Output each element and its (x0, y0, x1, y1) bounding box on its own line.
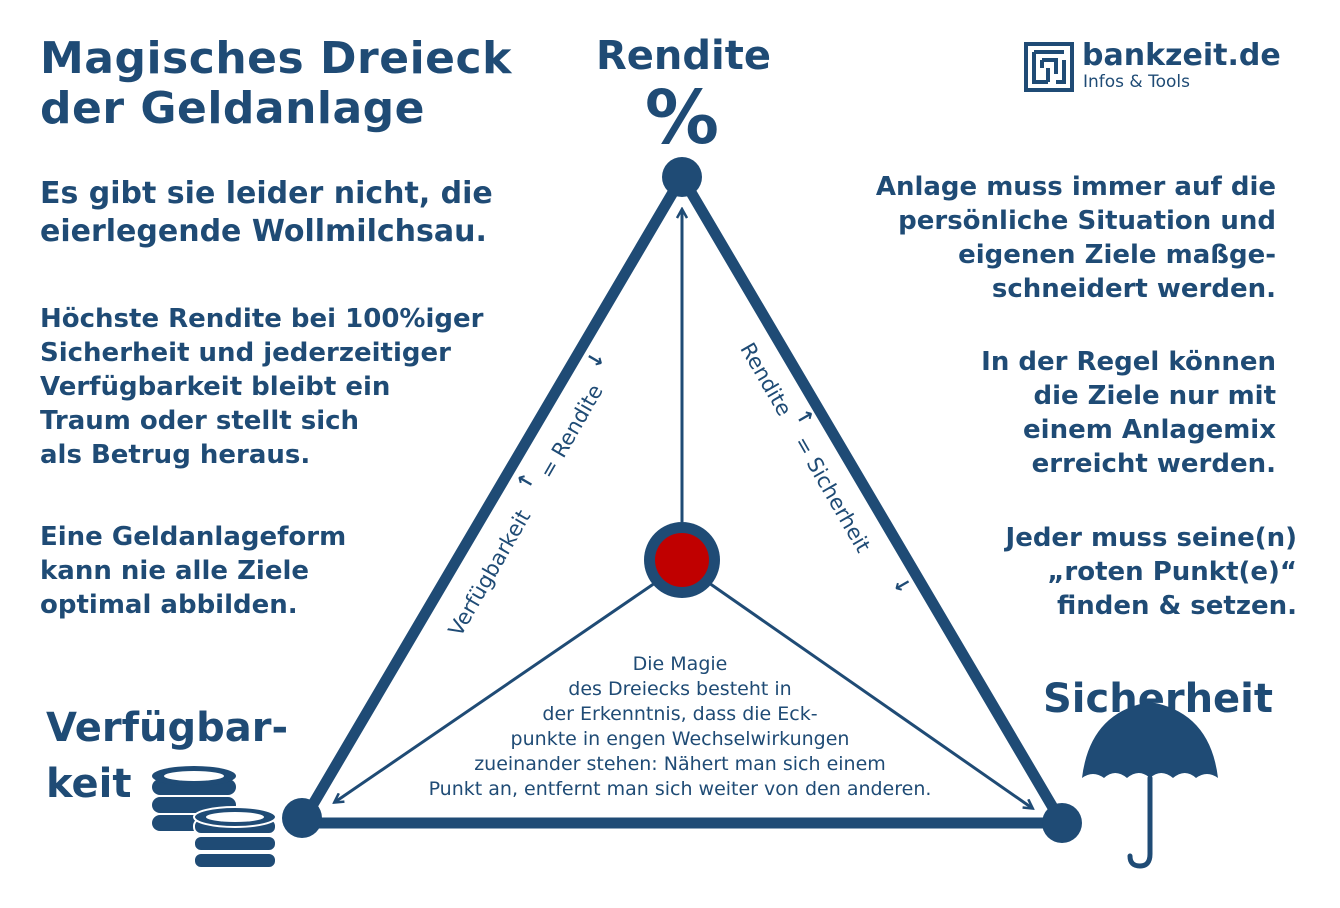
edge-label-verfuegbarkeit: Verfügbarkeit (444, 506, 536, 641)
coins-icon (152, 766, 277, 869)
corner-label-line: Verfügbar- (46, 705, 289, 751)
logo-subtitle: Infos & Tools (1083, 72, 1190, 92)
text-line: Eine Geldanlageform (40, 522, 347, 552)
edge-label-rendite: = Rendite (535, 380, 608, 482)
right-text-block-1: Anlage muss immer auf die persönliche Si… (876, 170, 1276, 306)
text-line: Anlage muss immer auf die (875, 172, 1276, 202)
text-line: finden & setzen. (1056, 591, 1297, 621)
text-line: als Betrug heraus. (40, 440, 311, 470)
text-line: eierlegende Wollmilchsau. (40, 214, 487, 249)
text-line: einem Anlagemix (1023, 415, 1276, 445)
text-line: kann nie alle Ziele (40, 556, 310, 586)
text-line: Höchste Rendite bei 100%iger (40, 304, 484, 334)
corner-label-rendite: Rendite (596, 33, 771, 79)
arrow-to-sicherheit (708, 581, 1032, 808)
triangle-outline (296, 171, 1068, 829)
text-line: eigenen Ziele maßge- (958, 240, 1276, 270)
text-line: „roten Punkt(e)“ (1047, 557, 1297, 587)
text-line: Sicherheit und jederzeitiger (40, 338, 451, 368)
left-text-block-3: Eine Geldanlageform kann nie alle Ziele … (40, 520, 346, 622)
corner-dot-verfuegbarkeit (282, 798, 322, 838)
text-line: In der Regel können (981, 347, 1276, 377)
text-line: des Dreiecks besteht in (568, 678, 792, 700)
text-line: punkte in engen Wechselwirkungen (510, 728, 850, 750)
text-line: Die Magie (632, 653, 728, 675)
text-line: Traum oder stellt sich (40, 406, 360, 436)
page-title: Magisches Dreieck der Geldanlage (40, 34, 512, 134)
logo-name[interactable]: bankzeit.de (1082, 38, 1281, 73)
corner-label-line: keit (46, 761, 132, 807)
center-explanation: Die Magie des Dreiecks besteht in der Er… (360, 652, 1000, 802)
percent-icon: % (645, 75, 719, 161)
corner-label-verfuegbarkeit: Verfügbar- keit (46, 700, 288, 812)
title-line: der Geldanlage (40, 83, 426, 134)
text-line: Es gibt sie leider nicht, die (40, 176, 493, 211)
text-line: schneidert werden. (991, 274, 1276, 304)
text-line: der Erkenntnis, dass die Eck- (542, 703, 818, 725)
right-text-block-3: Jeder muss seine(n) „roten Punkt(e)“ fin… (1006, 521, 1297, 623)
text-line: optimal abbilden. (40, 590, 298, 620)
text-line: zueinander stehen: Nähert man sich einem (474, 753, 886, 775)
umbrella-icon (1082, 702, 1218, 869)
left-text-block-2: Höchste Rendite bei 100%iger Sicherheit … (40, 302, 483, 472)
red-point (655, 533, 709, 587)
text-line: Jeder muss seine(n) (1005, 523, 1297, 553)
right-text-block-2: In der Regel können die Ziele nur mit ei… (981, 345, 1276, 481)
maze-logo-icon (1024, 42, 1074, 92)
left-text-block-1: Es gibt sie leider nicht, die eierlegend… (40, 175, 493, 251)
text-line: die Ziele nur mit (1033, 381, 1276, 411)
arrow-to-verfuegbarkeit (335, 581, 656, 802)
left-edge-label: Verfügbarkeit ↑ = Rendite ↓ (444, 347, 610, 641)
text-line: Punkt an, entfernt man sich weiter von d… (428, 778, 932, 800)
right-edge-label: Rendite ↑ = Sicherheit ↓ (735, 339, 916, 599)
text-line: erreicht werden. (1031, 449, 1276, 479)
corner-dot-sicherheit (1042, 803, 1082, 843)
text-line: persönliche Situation und (898, 206, 1276, 236)
title-line: Magisches Dreieck (40, 33, 512, 84)
text-line: Verfügbarkeit bleibt ein (40, 372, 391, 402)
corner-dot-rendite (662, 157, 702, 197)
